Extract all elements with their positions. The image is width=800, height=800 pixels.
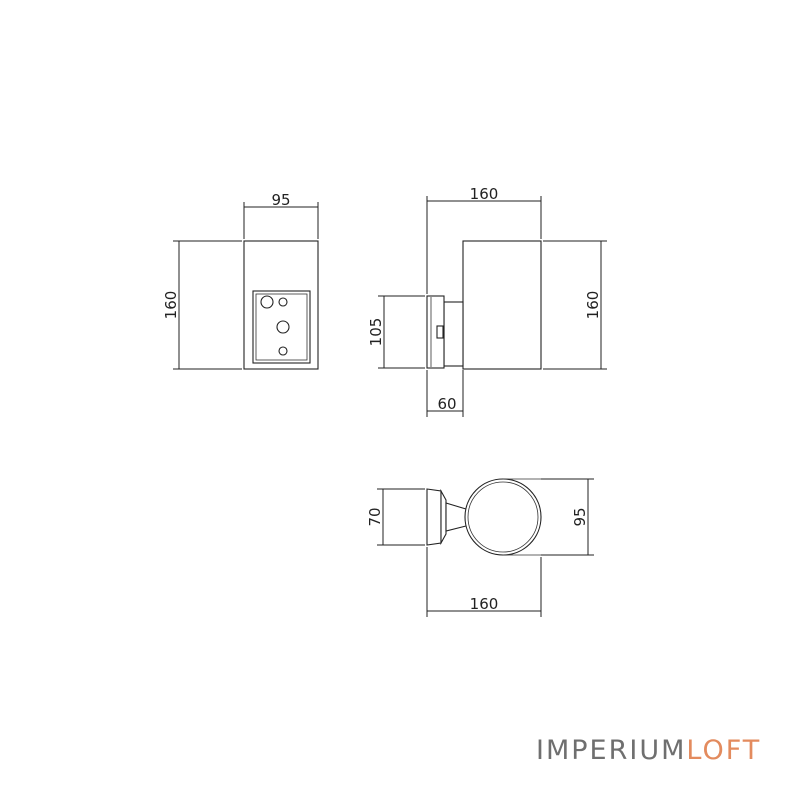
side-height-label: 160 [584, 291, 602, 320]
top-wall-plate [426, 488, 442, 546]
brand-logo-primary: IMPERIUM [536, 735, 687, 766]
front-hole-4 [278, 346, 288, 356]
top-length-label: 160 [470, 595, 499, 613]
front-hole-2 [278, 297, 288, 307]
front-view: 95 160 [162, 191, 319, 370]
top-diameter-label: 95 [571, 507, 589, 526]
side-body [462, 240, 542, 370]
side-view: 160 105 60 160 [367, 185, 607, 417]
side-arm [443, 301, 464, 367]
front-hole-3 [276, 320, 290, 334]
front-width-label: 95 [271, 191, 290, 209]
top-plate-edge [440, 488, 447, 546]
side-bracket-depth-label: 60 [437, 395, 456, 413]
brand-logo: IMPERIUMLOFT [536, 733, 761, 769]
front-height-label: 160 [162, 291, 180, 320]
front-mount-plate-inner [255, 293, 308, 361]
side-screw [436, 325, 444, 339]
brand-logo-secondary: LOFT [686, 735, 762, 766]
top-cylinder-outer [464, 478, 542, 556]
side-width-label: 160 [470, 185, 499, 203]
side-bracket-height-label: 105 [367, 318, 385, 347]
top-view: 70 95 160 [366, 478, 594, 617]
front-hole-1 [260, 295, 274, 309]
top-bracket-width-label: 70 [366, 507, 384, 526]
top-cylinder-inner [467, 481, 539, 553]
top-arm [445, 502, 467, 532]
